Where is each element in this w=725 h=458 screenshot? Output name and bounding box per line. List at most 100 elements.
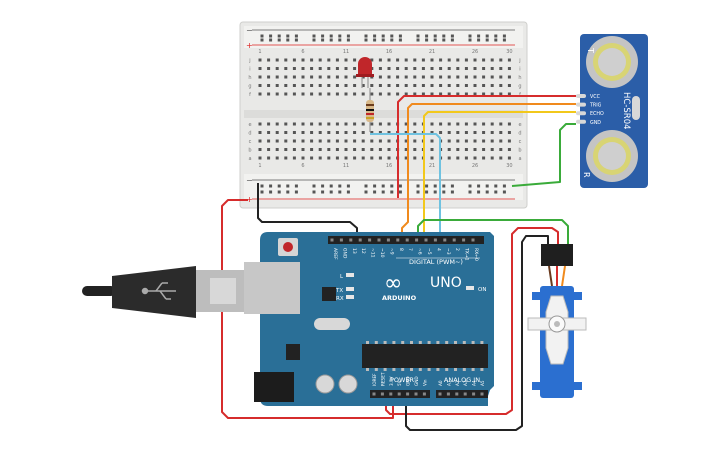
header-pin[interactable] [463,392,467,396]
breadboard-hole [310,75,314,79]
rail-hole [260,34,264,38]
header-pin[interactable] [452,238,456,242]
wire-red-servo-power[interactable] [385,227,559,415]
breadboard-hole [258,92,262,96]
breadboard-hole [473,75,477,79]
header-pin[interactable] [462,238,466,242]
reset-button-cap[interactable] [283,242,293,252]
breadboard-hole [507,139,511,143]
header-pin[interactable] [339,238,343,242]
breadboard-hole [404,67,408,70]
header-pin[interactable] [433,238,437,242]
wire-black-gnd[interactable] [257,183,358,238]
rail-hole [477,190,481,194]
led[interactable] [356,57,374,88]
rail-hole [494,184,498,188]
breadboard-hole [284,122,288,126]
header-pin[interactable] [424,238,428,242]
wire-blue-led[interactable] [370,133,441,238]
breadboard-hole [335,122,339,126]
header-pin[interactable] [349,238,353,242]
wire-green-servo-signal[interactable] [417,219,569,244]
header-pin[interactable] [372,392,376,396]
header-pin[interactable] [406,392,410,396]
sensor-pin[interactable] [576,94,586,98]
breadboard-hole [318,131,322,134]
breadboard-hole [370,131,374,134]
breadboard-hole [370,139,374,143]
sensor-pin[interactable] [576,111,586,116]
breadboard-hole [258,148,262,151]
breadboard-hole [292,75,296,79]
power-pin-label: 5V [397,380,402,386]
breadboard-hole [482,75,486,79]
breadboard-hole [456,84,460,87]
breadboard-hole [353,92,357,96]
header-pin[interactable] [396,238,400,242]
breadboard-hole [318,156,322,160]
breadboard-hole [430,84,434,87]
wire-orange-trig[interactable] [401,103,576,238]
wire-green-sensor-gnd[interactable] [511,123,576,187]
digital-pin-label: ~5 [426,248,432,255]
breadboard-row-label: b [248,148,251,154]
wire-yellow-echo[interactable] [423,111,576,238]
breadboard-hole [464,156,468,160]
breadboard-hole [447,122,451,126]
header-pin[interactable] [446,392,450,396]
header-pin[interactable] [330,238,334,242]
chip-leg [410,368,413,371]
header-pin[interactable] [389,392,393,396]
breadboard-hole [301,156,305,160]
breadboard-hole [327,84,331,87]
breadboard-hole [507,156,511,160]
header-pin[interactable] [377,238,381,242]
breadboard-hole [378,67,382,70]
header-pin[interactable] [480,392,484,396]
header-pin[interactable] [380,392,384,396]
digital-pin-label: 4 [435,248,441,251]
header-pin[interactable] [472,392,476,396]
header-pin[interactable] [438,392,442,396]
chip-leg [374,341,378,344]
rail-hole [398,34,402,38]
resistor[interactable] [366,88,374,132]
usb-cable[interactable] [82,266,248,318]
wire-red-5v[interactable] [221,199,394,419]
breadboard-hole [396,75,400,79]
breadboard-hole [370,148,374,151]
power-pin-label: RESET [380,372,385,386]
header-pin[interactable] [415,238,419,242]
sensor-pin[interactable] [576,119,586,124]
wire-red-vcc[interactable] [397,95,576,198]
header-pin[interactable] [443,238,447,242]
header-pin[interactable] [368,238,372,242]
resistor-band [366,113,374,115]
wire-black-servo-gnd[interactable] [405,235,549,431]
breadboard-hole [430,148,434,151]
digital-pin-label: 13 [351,248,357,254]
header-pin[interactable] [358,238,362,242]
breadboard-hole [335,156,339,160]
header-pin[interactable] [405,238,409,242]
led-tx-label: TX [335,288,343,294]
breadboard-hole [275,75,279,79]
header-pin[interactable] [397,392,401,396]
breadboard-hole [275,148,279,151]
header-pin[interactable] [422,392,426,396]
sensor-pin-label: VCC [590,94,601,100]
header-pin[interactable] [386,238,390,242]
sensor-pin[interactable] [576,102,586,107]
header-pin[interactable] [471,238,475,242]
breadboard-hole [258,156,262,160]
breadboard-hole [387,67,391,70]
servo-motor[interactable] [527,244,587,398]
header-pin[interactable] [455,392,459,396]
rail-hole [373,190,377,194]
chip-leg [445,341,449,344]
breadboard-hole [292,67,296,70]
header-pin[interactable] [414,392,418,396]
